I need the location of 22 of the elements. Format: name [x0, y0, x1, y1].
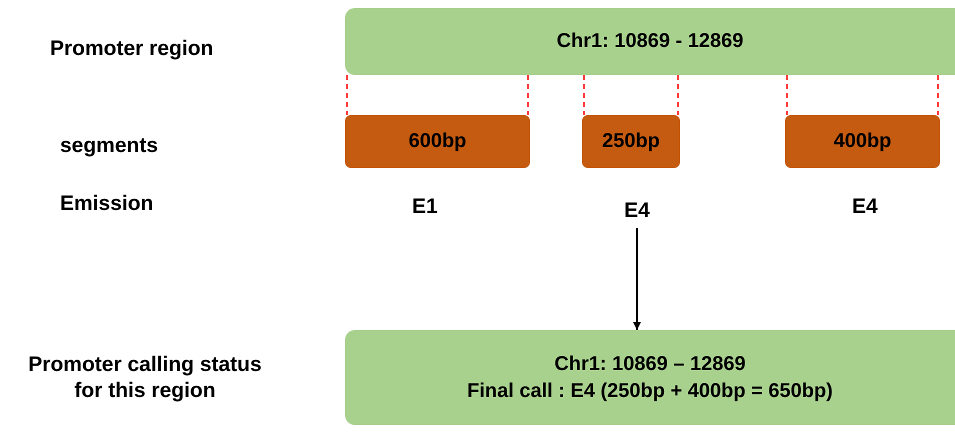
section-label: Promoter region — [50, 36, 214, 62]
guide-line — [583, 75, 585, 115]
guide-line — [527, 75, 529, 115]
section-label: Emission — [60, 191, 154, 217]
coordinate-text: Chr1: 10869 – 12869 — [554, 352, 746, 376]
state-label: E1 — [412, 194, 439, 220]
arrow — [633, 228, 641, 330]
coordinate-text: Chr1: 10869 - 12869 — [556, 29, 744, 54]
guide-line — [346, 75, 348, 115]
region-bar — [345, 330, 955, 425]
segment-block: 400bp — [785, 115, 940, 168]
state-label: E4 — [612, 192, 662, 228]
guide-line — [677, 75, 679, 115]
section-label: segments — [60, 133, 160, 159]
region-bar — [345, 8, 955, 75]
guide-line — [786, 75, 788, 115]
segment-block: 600bp — [345, 115, 530, 168]
guide-line — [937, 75, 939, 115]
state-label: E4 — [852, 194, 879, 220]
segment-block: 250bp — [582, 115, 680, 168]
section-label: Promoter calling status for this region — [27, 352, 263, 404]
call-text: Final call : E4 (250bp + 400bp = 650bp) — [467, 378, 833, 404]
